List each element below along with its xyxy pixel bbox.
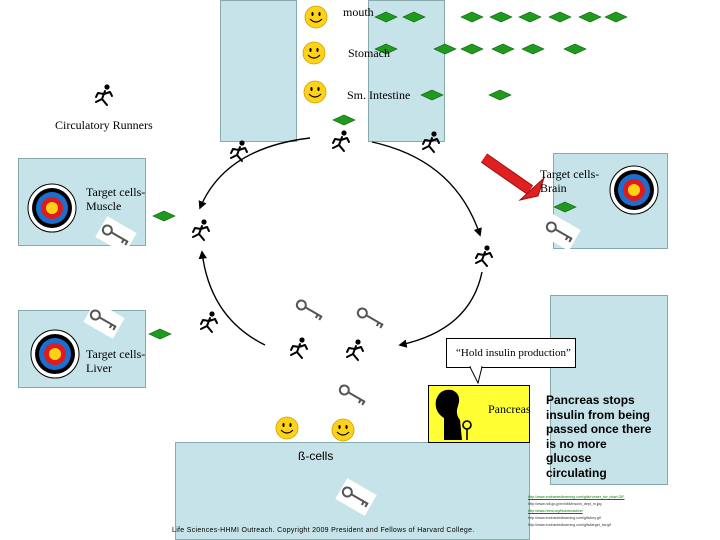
pancreas-note-line: glucose — [546, 451, 592, 465]
glucose-diamond-icon — [433, 43, 457, 55]
runner-icon — [346, 338, 364, 361]
credit-link[interactable]: http://www.enchantedlearning.com/gifs/ru… — [528, 495, 625, 499]
key-icon-pancreas — [331, 375, 375, 415]
organ-panel-right — [368, 0, 445, 142]
key-icon-loop-2 — [349, 298, 393, 338]
glucose-diamond-icon — [518, 11, 542, 23]
loop-arrow-bottom-right — [398, 271, 483, 348]
glucose-diamond-icon — [152, 210, 176, 222]
target-icon-muscle — [27, 183, 77, 233]
target-icon-liver — [30, 329, 80, 379]
glucose-diamond-icon — [548, 11, 572, 23]
runner-icon — [95, 83, 113, 106]
pancreas-note-line: is no more — [546, 436, 607, 451]
glucose-diamond-icon — [460, 43, 484, 55]
key-icon-brain — [538, 212, 582, 252]
glucose-diamond-icon — [521, 43, 545, 55]
label-stomach: Stomach — [348, 46, 390, 60]
label-pancreas: Pancreas — [488, 402, 531, 416]
glucose-diamond-icon — [604, 11, 628, 23]
label-beta-cells: ß-cells — [298, 449, 334, 463]
pancreas-note: Pancreas stops insulin from being passed… — [546, 393, 651, 480]
smiley-icon-beta-1 — [275, 416, 299, 440]
key-icon-liver — [82, 300, 126, 340]
label-target-liver-2: Liver — [86, 361, 112, 375]
runner-icon — [422, 130, 440, 153]
mouth-panel — [220, 0, 297, 142]
label-mouth: mouth — [343, 5, 374, 19]
key-icon-loop-1 — [288, 290, 332, 330]
pancreas-note-line: Pancreas stops — [546, 393, 635, 407]
credit-link[interactable]: http://www.hhmi.org/biointeractive/ — [528, 509, 583, 513]
loop-arrow-top-left — [198, 137, 311, 210]
label-target-brain-1: Target cells- — [540, 167, 600, 181]
loop-arrow-top-right — [371, 141, 482, 237]
target-icon-brain — [609, 165, 659, 215]
credit-link[interactable]: http://www.enchantedlearning.com/gifs/ta… — [528, 523, 611, 527]
loop-arrow-bottom-left — [198, 250, 266, 346]
credit-link[interactable]: http://www.ndl.go.jp/exhibit/insulin_dep… — [528, 502, 602, 506]
runner-icon — [332, 129, 350, 152]
glucose-diamond-icon — [332, 114, 356, 126]
glucose-diamond-icon — [488, 89, 512, 101]
label-target-muscle-1: Target cells- — [86, 185, 146, 199]
label-target-liver-1: Target cells- — [86, 347, 146, 361]
glucose-diamond-icon — [420, 89, 444, 101]
credit-link[interactable]: http://www.enchantedlearning.com/gifs/ke… — [528, 516, 601, 520]
glucose-diamond-icon — [148, 328, 172, 340]
label-small-intestine: Sm. Intestine — [347, 88, 411, 102]
pancreas-note-line: insulin from being — [546, 407, 650, 422]
glucose-diamond-icon — [489, 11, 513, 23]
label-circulatory-runners: Circulatory Runners — [55, 118, 153, 132]
speech-bubble — [446, 338, 576, 368]
smiley-icon-beta-2 — [331, 418, 355, 442]
runner-icon — [192, 218, 210, 241]
glucose-diamond-icon — [460, 11, 484, 23]
glucose-diamond-icon — [374, 11, 398, 23]
label-target-muscle-2: Muscle — [86, 199, 122, 213]
key-icon-muscle — [94, 215, 138, 255]
smiley-icon-mouth — [304, 5, 328, 29]
copyright-text: Life Sciences-HHMI Outreach. Copyright 2… — [172, 527, 475, 534]
red-arrow-icon — [480, 153, 546, 201]
runner-icon — [200, 310, 218, 333]
glucose-diamond-icon — [402, 11, 426, 23]
key-icon-beta — [334, 477, 378, 517]
pancreas-note-line: passed once there — [546, 422, 652, 436]
glucose-diamond-icon — [553, 201, 577, 213]
label-target-brain-2: Brain — [540, 181, 567, 195]
singer-silhouette-icon — [435, 389, 472, 440]
glucose-diamond-icon — [578, 11, 602, 23]
glucose-diamond-icon — [563, 43, 587, 55]
label-hold-insulin: “Hold insulin production” — [456, 347, 571, 359]
runner-icon — [290, 336, 308, 359]
glucose-diamond-icon — [491, 43, 515, 55]
runner-icon — [475, 244, 493, 267]
smiley-icon-stomach — [302, 41, 326, 65]
pancreas-note-line: circulating — [546, 465, 607, 480]
smiley-icon-intestine — [303, 80, 327, 104]
pancreas-note-panel — [550, 295, 668, 485]
